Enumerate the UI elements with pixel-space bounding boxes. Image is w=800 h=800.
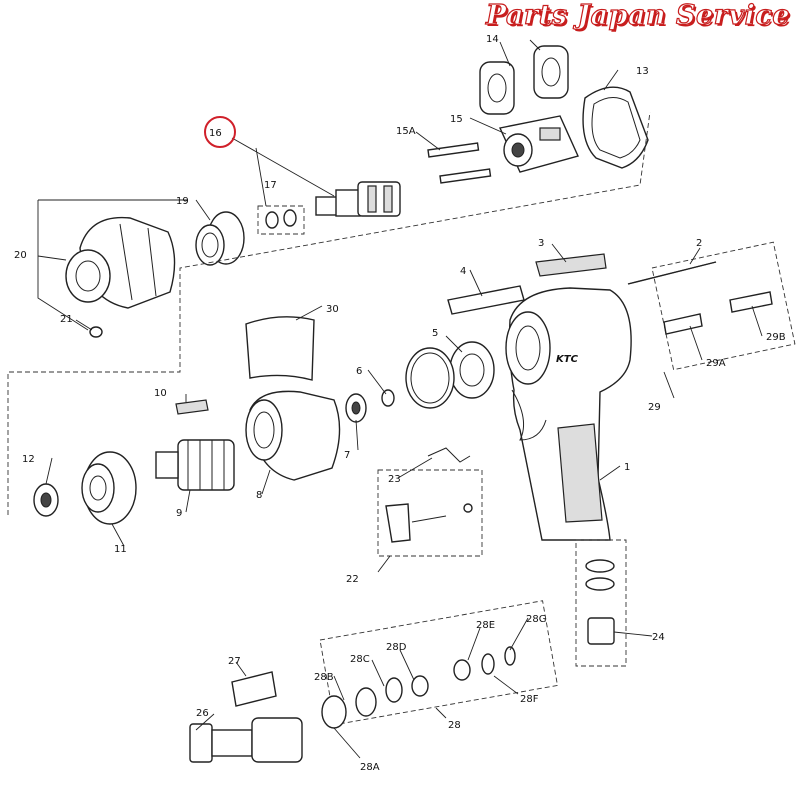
label-16: 16	[209, 128, 222, 139]
label-2: 2	[696, 238, 702, 249]
label-5: 5	[432, 328, 438, 339]
label-23: 23	[388, 474, 401, 485]
inlet-26	[189, 717, 303, 763]
anvil-16	[315, 181, 401, 217]
label-30: 30	[326, 304, 339, 315]
label-7: 7	[344, 450, 350, 461]
label-21: 21	[60, 314, 73, 325]
bearing-7	[345, 393, 367, 423]
hammer-case-13	[582, 86, 649, 169]
label-9: 9	[176, 508, 182, 519]
label-6: 6	[356, 366, 362, 377]
label-28b: 28B	[314, 672, 334, 683]
label-20: 20	[14, 250, 27, 261]
highlight-circle-16	[204, 116, 236, 148]
label-12: 12	[22, 454, 35, 465]
bolt-21	[89, 326, 103, 338]
blade-10	[175, 399, 209, 415]
label-29b: 29B	[766, 332, 786, 343]
brand-logo: KTC	[556, 354, 579, 365]
label-8: 8	[256, 490, 262, 501]
front-case-20	[65, 216, 176, 309]
label-28f: 28F	[520, 694, 539, 705]
label-27: 27	[228, 656, 241, 667]
bearing-12	[33, 483, 59, 517]
label-15: 15	[450, 114, 463, 125]
label-28: 28	[448, 720, 461, 731]
label-26: 26	[196, 708, 209, 719]
housing-1	[505, 287, 632, 541]
label-28g: 28G	[526, 614, 546, 625]
watermark-parts-japan-service: Parts Japan Service	[485, 0, 790, 32]
o-rings-17	[257, 205, 305, 235]
regulator-29	[651, 241, 796, 371]
label-11: 11	[114, 544, 127, 555]
hammer-14	[479, 45, 569, 115]
label-22: 22	[346, 574, 359, 585]
plate-4	[447, 285, 525, 315]
label-24: 24	[652, 632, 665, 643]
pins-15a	[427, 142, 492, 184]
label-28c: 28C	[350, 654, 370, 665]
snap-ring-6	[381, 389, 395, 407]
label-28e: 28E	[476, 620, 495, 631]
label-10: 10	[154, 388, 167, 399]
label-17: 17	[264, 180, 277, 191]
reverse-lever-22	[377, 469, 483, 557]
label-28a: 28A	[360, 762, 380, 773]
rotor-9	[155, 439, 235, 491]
front-end-plate-11	[81, 451, 137, 525]
label-3: 3	[538, 238, 544, 249]
throttle-valve-24	[575, 539, 627, 667]
cap-27	[231, 671, 277, 707]
name-plate-3	[535, 253, 607, 277]
label-28d: 28D	[386, 642, 407, 653]
hanger-bolt-2	[627, 261, 717, 285]
label-13: 13	[636, 66, 649, 77]
label-15a: 15A	[396, 126, 416, 137]
sleeve-30	[245, 316, 315, 381]
bushing-19	[195, 211, 245, 266]
label-4: 4	[460, 266, 466, 277]
label-19: 19	[176, 196, 189, 207]
cylinder-8	[245, 390, 341, 481]
label-14: 14	[486, 34, 499, 45]
label-29a: 29A	[706, 358, 726, 369]
regulator-parts-28	[319, 600, 559, 729]
label-29: 29	[648, 402, 661, 413]
hammer-frame-15	[498, 115, 579, 173]
spring-23	[427, 447, 471, 463]
rear-cover-5	[405, 341, 495, 409]
label-1: 1	[624, 462, 630, 473]
